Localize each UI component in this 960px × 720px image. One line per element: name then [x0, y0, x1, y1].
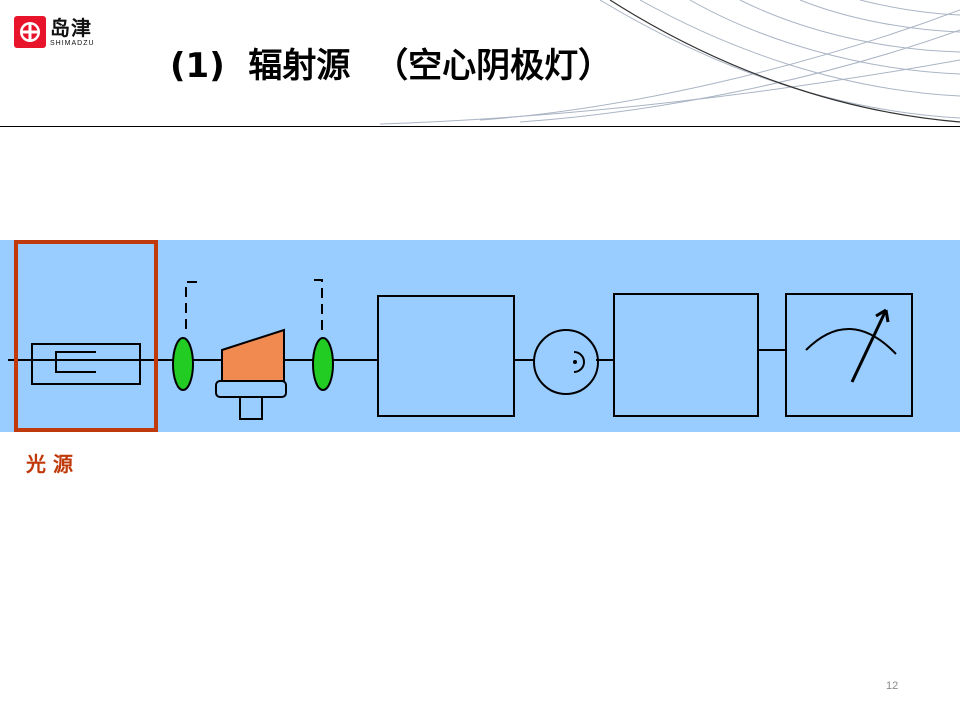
- slide-title: (1) 辐射源 （空心阴极灯）: [170, 46, 613, 86]
- header-divider: [0, 126, 960, 127]
- shimadzu-cross-icon: [14, 16, 46, 48]
- atomizer-burner-icon: [215, 328, 287, 420]
- diagram-background: [0, 240, 960, 432]
- light-source-label: 光 源: [26, 452, 73, 476]
- hollow-cathode-lamp-icon: [31, 343, 141, 385]
- logo-name-en: SHIMADZU: [50, 39, 95, 47]
- logo-wordmark: 岛津 SHIMADZU: [50, 18, 95, 47]
- amplifier-box: [613, 293, 759, 417]
- monochromator-box: [377, 295, 515, 417]
- header-swoosh-decoration: [379, 0, 960, 125]
- logo-name-cn: 岛津: [50, 15, 92, 40]
- lens-2-icon: [312, 279, 334, 391]
- readout-meter-icon: [785, 293, 913, 417]
- light-source-highlight-box: [14, 240, 158, 432]
- lens-1-icon: [172, 281, 197, 391]
- detector-icon: [533, 329, 599, 395]
- shimadzu-logo: 岛津 SHIMADZU: [14, 16, 95, 48]
- page-number: 12: [886, 680, 899, 692]
- aas-instrument-diagram: [0, 240, 960, 432]
